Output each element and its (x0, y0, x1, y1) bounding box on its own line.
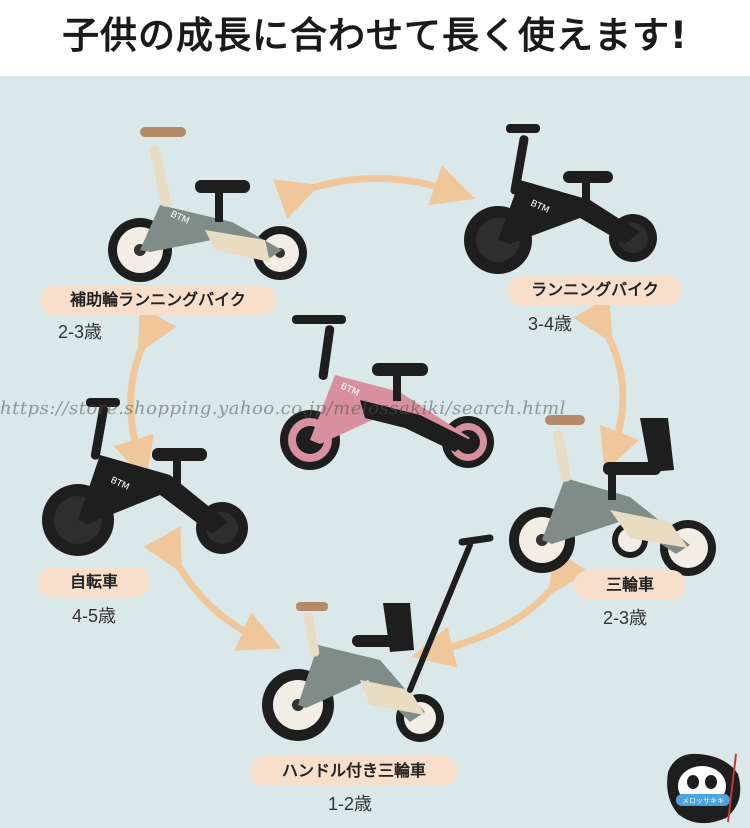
arrow-top (273, 165, 475, 219)
stage-label-bicycle: 自転車 (38, 567, 150, 597)
stage-label-running-bike: ランニングバイク (508, 275, 682, 305)
stage-age: 1-2歳 (328, 794, 373, 814)
arrow-right (573, 296, 640, 472)
stage-label-tricycle: 三輪車 (574, 570, 686, 600)
watermark-url: https://store.shopping.yahoo.co.jp/melos… (0, 398, 566, 419)
stage-age: 4-5歳 (72, 606, 117, 626)
bike-black-bicycle: BTM (42, 398, 248, 556)
stage-age: 2-3歳 (603, 608, 648, 628)
panda-logo: メロッサキキ (667, 753, 741, 824)
logo-text: メロッサキキ (682, 797, 724, 805)
headline: 子供の成長に合わせて長く使えます! (0, 0, 750, 76)
bike-pink-center: BTM (280, 315, 494, 470)
stage-age: 3-4歳 (528, 314, 573, 334)
cycle-arrows (113, 165, 640, 668)
stage-label-balance-training: 補助輪ランニングバイク (40, 285, 276, 315)
arrow-left (113, 306, 177, 481)
stage-age: 2-3歳 (58, 322, 103, 342)
arrow-bottom-left (143, 526, 282, 651)
bike-green-training-wheels: BTM (108, 127, 307, 282)
bike-black-running: BTM (464, 124, 657, 274)
bike-green-push-handle (262, 534, 494, 742)
bike-green-tricycle (509, 415, 716, 576)
arrow-bottom-right (411, 548, 590, 668)
stage-label-push-tricycle: ハンドル付き三輪車 (250, 756, 458, 786)
